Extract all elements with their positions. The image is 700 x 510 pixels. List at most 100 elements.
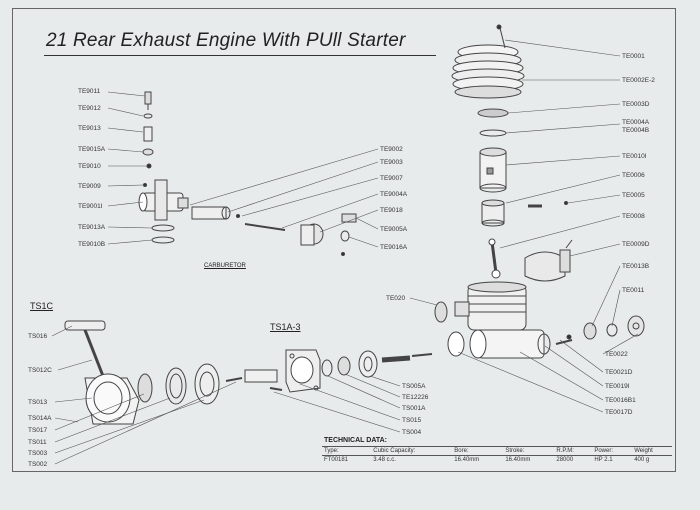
pin-clip xyxy=(564,201,568,205)
part-label: TS014A xyxy=(28,415,52,422)
part-label: TE9004A xyxy=(380,191,408,198)
part-label: TE0019I xyxy=(605,383,630,390)
carb-o-ring-2 xyxy=(151,236,175,244)
table-header: Cubic Capacity: xyxy=(371,446,453,456)
part-label: TS011 xyxy=(28,439,47,446)
section-starter: TS1C xyxy=(30,301,54,311)
table-header: Weight xyxy=(632,446,672,456)
part-label: TE0010I xyxy=(622,153,647,160)
table-header: Power: xyxy=(592,446,633,456)
part-label: TS017 xyxy=(28,427,48,434)
carb-rotor xyxy=(191,206,231,220)
part-label: TS003 xyxy=(28,450,48,457)
part-label: TE9001I xyxy=(78,203,103,210)
small-screw xyxy=(236,214,240,218)
part-label: TE9010 xyxy=(78,163,101,170)
leader-lines xyxy=(51,39,639,465)
rear-seal xyxy=(447,331,465,357)
carburetor-body xyxy=(138,179,189,221)
part-label: TE12226 xyxy=(402,394,429,401)
table-header-row: Type: Cubic Capacity: Bore: Stroke: R.P.… xyxy=(322,446,672,456)
table-cell: 400 g xyxy=(634,457,650,463)
piston xyxy=(481,199,505,227)
starter-spring xyxy=(137,373,153,403)
crank-shaft xyxy=(555,339,573,345)
carb-o-ring-1 xyxy=(151,224,175,232)
starter-reel xyxy=(165,367,187,405)
part-label: TS013 xyxy=(28,399,48,406)
connecting-rod xyxy=(488,238,501,279)
table-cell: 28000 xyxy=(556,457,574,463)
cylinder-liner xyxy=(479,147,507,193)
drive-shaft xyxy=(381,355,411,363)
part-label: TE9015A xyxy=(78,146,106,153)
part-label: TE9013 xyxy=(78,125,101,132)
starter-shaft xyxy=(244,369,278,383)
part-label: TE9003 xyxy=(380,159,403,166)
part-label: TE0004B xyxy=(622,127,650,134)
part-label: TE9002 xyxy=(380,146,403,153)
part-label: TE9011 xyxy=(78,88,101,95)
part-label: TE0001 xyxy=(622,53,645,60)
part-label: TE0022 xyxy=(605,351,628,358)
drive-washer xyxy=(321,359,333,377)
part-label: TS004 xyxy=(402,429,422,436)
part-label: TS001A xyxy=(402,405,426,412)
part-label: TE9013A xyxy=(78,224,106,231)
part-label: TS016 xyxy=(28,333,48,340)
part-label: TE0021D xyxy=(605,369,633,376)
table-cell: 16.40mm xyxy=(454,457,480,463)
part-label: TE0017D xyxy=(605,409,633,416)
technical-data-table: Type: Cubic Capacity: Bore: Stroke: R.P.… xyxy=(322,446,672,464)
part-label: TS012C xyxy=(28,367,52,374)
title-underline xyxy=(44,55,436,56)
part-label: TE9016A xyxy=(380,244,408,251)
diagram-title: 21 Rear Exhaust Engine With PUll Starter xyxy=(46,30,406,51)
table-row: FT00181 3.48 c.c. 16.40mm 16.40mm 28000 … xyxy=(322,456,672,465)
part-label: TE0013B xyxy=(622,263,650,270)
part-label: TE0003D xyxy=(622,101,650,108)
crankcase xyxy=(454,281,551,359)
part-label: TE0016B1 xyxy=(605,397,636,404)
backplate xyxy=(285,349,321,393)
starter-bolt xyxy=(225,377,243,382)
starter-handle xyxy=(64,320,106,377)
head-gasket xyxy=(477,108,509,118)
part-label: TE9012 xyxy=(78,105,101,112)
table-cell: FT00181 xyxy=(324,457,349,463)
part-label: TE0004A xyxy=(622,119,650,126)
table-cell: 16.40mm xyxy=(505,457,531,463)
table-header: Type: xyxy=(322,446,372,456)
drawing-frame xyxy=(12,8,676,472)
starter-pulley xyxy=(194,363,220,405)
table-header: Bore: xyxy=(452,446,504,456)
part-label: TE0002E-2 xyxy=(622,77,655,84)
bearing-te020 xyxy=(434,301,448,323)
needle-valve-parts xyxy=(142,91,154,187)
section-starter-drive: TS1A-3 xyxy=(270,322,301,332)
carb-clip xyxy=(340,230,350,242)
part-label: TE020 xyxy=(386,295,406,302)
table-cell: HP 2.1 xyxy=(594,457,613,463)
part-label: TE0006 xyxy=(622,172,645,179)
part-label: TE0011 xyxy=(622,287,645,294)
part-label: TE9010B xyxy=(78,241,106,248)
part-label: TS005A xyxy=(402,383,426,390)
piston-ring xyxy=(479,129,507,137)
carb-ball xyxy=(341,252,345,256)
table-cell: 3.48 c.c. xyxy=(373,457,396,463)
mixture-needle xyxy=(244,223,286,231)
drive-clutch xyxy=(358,350,378,378)
part-label: TS015 xyxy=(402,417,422,424)
section-carburetor: CARBURETOR xyxy=(204,263,246,269)
cylinder-head-fins xyxy=(451,24,525,99)
technical-data-heading: TECHNICAL DATA: xyxy=(324,437,387,444)
part-label: TE9018 xyxy=(380,207,403,214)
rear-housing xyxy=(524,239,573,282)
prop-washer xyxy=(627,315,645,337)
drive-bearing xyxy=(337,356,351,376)
part-label: TE0005 xyxy=(622,192,645,199)
table-header: R.P.M: xyxy=(554,446,593,456)
